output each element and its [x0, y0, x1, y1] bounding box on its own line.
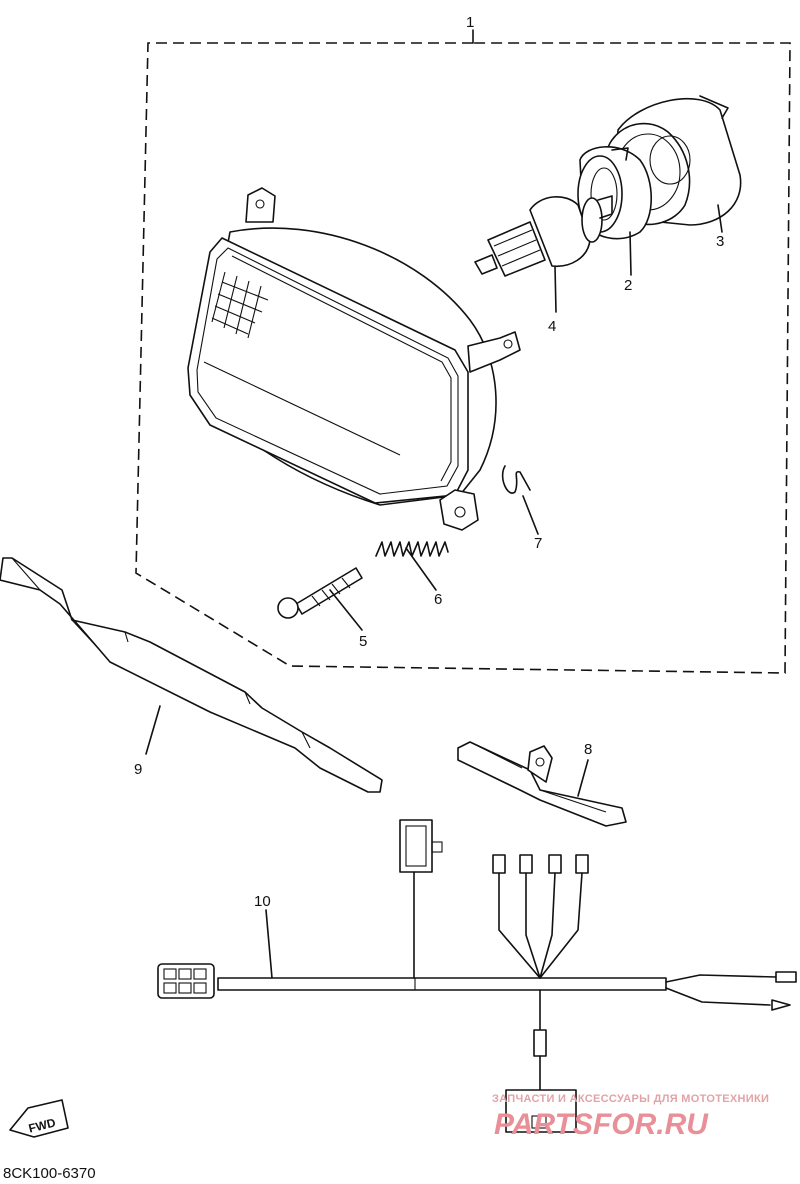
- label-6: 6: [434, 591, 442, 608]
- label-9: 9: [134, 761, 142, 778]
- part-5-screw: 5: [277, 567, 367, 650]
- part-8-stay: 8: [457, 741, 627, 827]
- watermark: ЗАПЧАСТИ И АКСЕССУАРЫ ДЛЯ МОТОТЕХНИКИ PA…: [492, 1093, 769, 1141]
- watermark-tagline: ЗАПЧАСТИ И АКСЕССУАРЫ ДЛЯ МОТОТЕХНИКИ: [492, 1093, 769, 1105]
- drawing-code: 8CK100-6370: [3, 1165, 96, 1182]
- part-9-stay: 9: [0, 557, 383, 793]
- part-10-harness: 10: [157, 819, 797, 1133]
- label-4: 4: [548, 318, 556, 335]
- label-10: 10: [254, 893, 271, 910]
- watermark-logo: PARTSFOR.RU: [494, 1108, 709, 1141]
- part-6-spring: 6: [375, 541, 449, 608]
- label-3: 3: [716, 233, 724, 250]
- assembly-1-boundary: 1: [135, 14, 791, 674]
- label-5: 5: [359, 633, 367, 650]
- label-2: 2: [624, 277, 632, 294]
- label-1: 1: [466, 14, 474, 31]
- label-7: 7: [534, 535, 542, 552]
- part-7-clip: 7: [501, 465, 542, 552]
- label-8: 8: [584, 741, 592, 758]
- part-4-bulb: 4: [474, 195, 613, 335]
- forward-direction-badge: FWD: [9, 1099, 69, 1138]
- headlight-unit: [187, 187, 521, 531]
- fwd-text: FWD: [27, 1115, 57, 1135]
